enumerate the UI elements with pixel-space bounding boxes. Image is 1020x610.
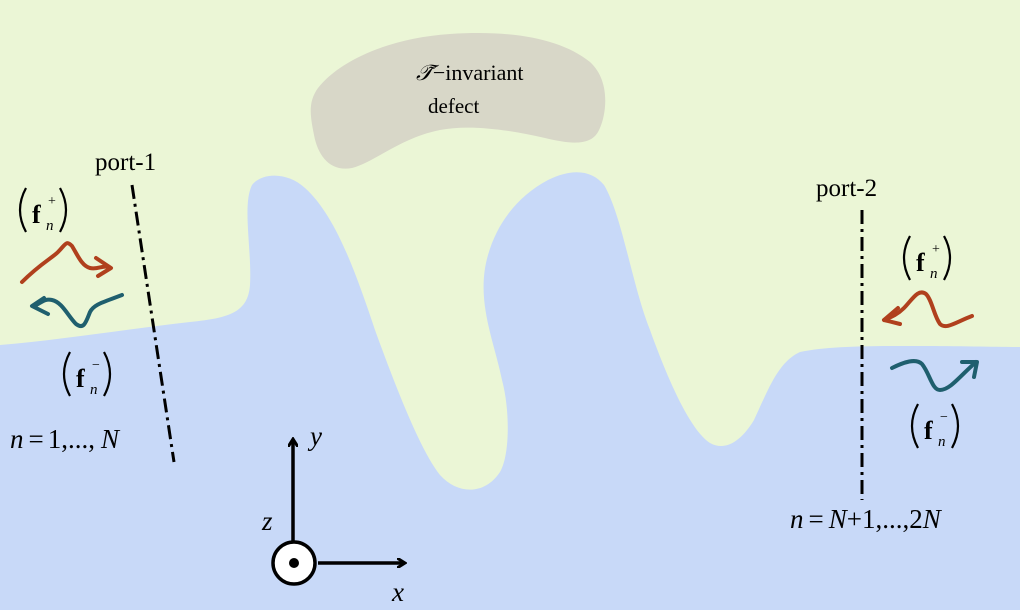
port2-index-eq: = [809, 504, 824, 534]
port1-index-var: n [10, 424, 24, 454]
port2-f-minus-base: f [924, 416, 933, 445]
port2-incoming-wave [882, 290, 974, 329]
port1-label: port-1 [95, 149, 156, 176]
port1-f-minus-sub: n [90, 382, 98, 398]
port2-label: port-2 [816, 175, 877, 202]
port1-incoming-arrowhead [94, 256, 113, 278]
paren-right [59, 187, 68, 233]
z-axis-dot [289, 558, 299, 568]
paren-left [910, 403, 919, 449]
coordinate-axes: y x z [261, 421, 404, 607]
port1-f-minus-base: f [76, 364, 85, 393]
port1-outgoing-wave [32, 293, 124, 329]
port2-outgoing-wave [890, 359, 978, 393]
paren-right [951, 403, 960, 449]
defect-label-line1: 𝒯̃−invariant [416, 60, 523, 85]
port1-f-plus: f + n [18, 187, 68, 234]
port2-f-plus-base: f [916, 248, 925, 277]
port1-f-plus-base: f [32, 200, 41, 229]
paren-right [943, 235, 952, 281]
port2-index-end: N [922, 504, 943, 534]
z-axis-label: z [261, 506, 273, 536]
lower-medium-region [0, 172, 1020, 610]
port1-f-minus: f − n [62, 351, 112, 398]
port1-index-end: N [100, 424, 121, 454]
port2-index-var: n [790, 504, 804, 534]
defect-region [310, 33, 606, 169]
paren-right [103, 351, 112, 397]
port2-f-plus-sub: n [930, 266, 938, 282]
paren-left [902, 235, 911, 281]
port2-index-n: N [828, 504, 849, 534]
port1-plane [130, 184, 176, 463]
paren-left [62, 351, 71, 397]
port1-outgoing-arrowhead [30, 296, 50, 316]
port2-index-range: n=N+1,...,2N [790, 504, 943, 534]
port2-index-range-text: +1,...,2 [847, 504, 923, 534]
port1-index-range: n=1,...,N [10, 424, 121, 454]
x-axis-label: x [391, 577, 404, 607]
port1-f-minus-sup: − [92, 358, 100, 373]
port1-index-eq: = [29, 424, 44, 454]
port2-f-minus: f − n [910, 403, 960, 450]
port2-outgoing-arrowhead [960, 360, 979, 379]
port1-incoming-wave [20, 241, 112, 284]
defect-label-rest: −invariant [433, 60, 524, 85]
port2-f-plus-sup: + [932, 242, 940, 257]
paren-left [18, 187, 27, 233]
defect-label-line2: defect [428, 94, 479, 118]
port1-f-plus-sub: n [46, 218, 54, 234]
port2-f-minus-sup: − [940, 410, 948, 425]
port2-f-plus: f + n [902, 235, 952, 282]
port1-index-range-text: 1,..., [48, 424, 95, 454]
port2-f-minus-sub: n [938, 434, 946, 450]
y-axis-label: y [307, 421, 322, 451]
port1-f-plus-sup: + [48, 194, 56, 209]
port2-incoming-arrowhead [882, 306, 902, 326]
